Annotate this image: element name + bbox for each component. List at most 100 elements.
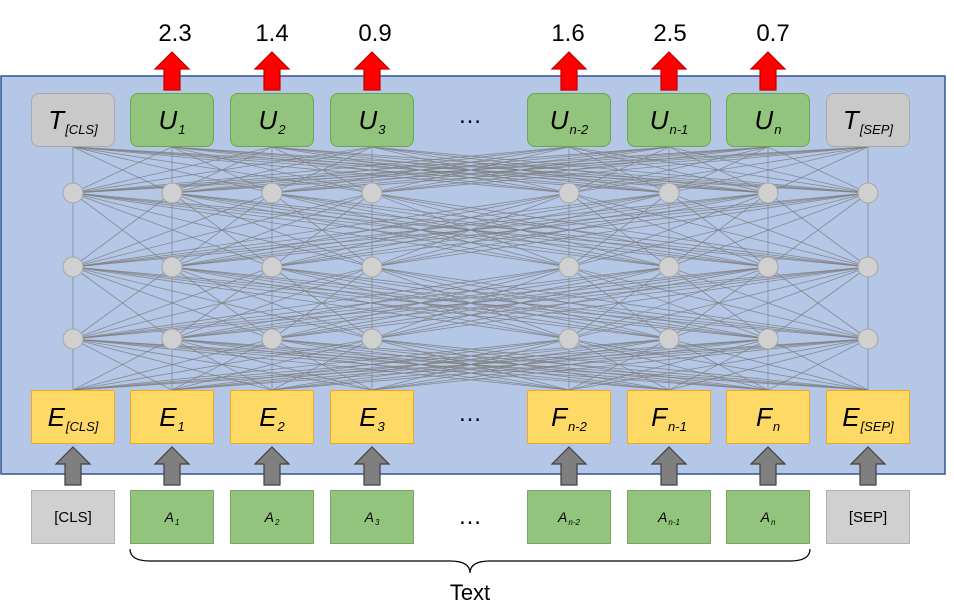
input-arrow — [749, 446, 787, 486]
output-arrow — [353, 51, 391, 91]
network-node — [558, 328, 580, 350]
box-sub-label: [CLS] — [65, 418, 99, 434]
network-edge — [72, 338, 173, 391]
network-edge — [72, 266, 869, 340]
network-node — [261, 182, 283, 204]
output-arrow — [650, 51, 688, 91]
token-label: [CLS] — [54, 508, 92, 526]
input-arrow — [849, 446, 887, 486]
box-main-label: E — [47, 401, 65, 432]
network-node — [857, 182, 879, 204]
network-edge — [72, 192, 173, 268]
box-sub-label: [CLS] — [65, 121, 98, 137]
network-edge — [171, 146, 869, 194]
network-edge — [171, 338, 869, 391]
network-edge — [72, 266, 670, 340]
token-sub-label: n-2 — [568, 517, 580, 527]
ellipsis: … — [458, 102, 486, 129]
token-main-label: A — [164, 509, 174, 525]
score-label: 1.4 — [255, 20, 289, 47]
box-main-label: U — [258, 104, 278, 135]
network-edge — [271, 266, 869, 340]
token-main-label: A — [760, 509, 770, 525]
input-arrow — [550, 446, 588, 486]
network-edge — [72, 338, 373, 391]
network-node — [161, 182, 183, 204]
brace-label: Text — [449, 580, 491, 605]
network-node — [161, 256, 183, 278]
box-main-label: E — [259, 401, 277, 432]
embedding-box-e-sep: E[SEP] — [826, 390, 910, 444]
token-main-label: A — [558, 509, 568, 525]
box-sub-label: 1 — [178, 121, 186, 137]
network-edge — [767, 266, 869, 340]
box-sub-label: [SEP] — [859, 121, 894, 137]
network-edge — [72, 146, 869, 194]
network-node — [658, 182, 680, 204]
network-edge — [568, 266, 869, 340]
token-sub-label: 2 — [274, 517, 280, 527]
input-arrow — [153, 446, 191, 486]
box-main-label: U — [649, 104, 669, 135]
network-edge — [271, 192, 869, 268]
network-edge — [568, 338, 869, 391]
network-edge — [72, 192, 670, 268]
ellipsis: … — [458, 400, 486, 427]
ellipsis: … — [458, 503, 486, 530]
network-edge — [668, 146, 869, 194]
text-brace — [129, 548, 811, 574]
network-edge — [72, 266, 373, 340]
network-edge — [72, 146, 273, 194]
network-edge — [568, 192, 869, 268]
network-edge — [72, 146, 173, 194]
network-edge — [171, 266, 869, 340]
network-edge — [668, 338, 869, 391]
network-edge — [72, 266, 570, 340]
box-main-label: U — [754, 104, 774, 135]
token-sub-label: 3 — [374, 517, 380, 527]
network-edge — [767, 338, 869, 391]
token-sub-label: 1 — [174, 517, 180, 527]
input-token-cls: [CLS] — [31, 490, 115, 544]
box-main-label: U — [358, 104, 378, 135]
network-edge — [171, 192, 869, 268]
box-main-label: T — [48, 104, 65, 135]
network-node — [558, 182, 580, 204]
output-box-t-cls: T[CLS] — [31, 93, 115, 147]
network-edge — [72, 266, 769, 340]
network-edge — [72, 338, 570, 391]
network-node — [857, 328, 879, 350]
network-node — [757, 328, 779, 350]
network-node — [757, 256, 779, 278]
token-sub-label: n-1 — [668, 517, 680, 527]
token-main-label: A — [364, 509, 374, 525]
network-node — [857, 256, 879, 278]
box-sub-label: n-2 — [568, 418, 587, 434]
network-edge — [72, 192, 373, 268]
network-node — [62, 328, 84, 350]
network-node — [361, 328, 383, 350]
box-main-label: E — [159, 401, 177, 432]
network-edge — [72, 146, 769, 194]
output-arrow — [153, 51, 191, 91]
box-sub-label: 1 — [177, 418, 185, 434]
network-edge — [72, 338, 273, 391]
network-edge — [72, 192, 273, 268]
score-label: 2.5 — [653, 20, 687, 47]
box-main-label: U — [158, 104, 178, 135]
network-edge — [371, 338, 869, 391]
embedding-box-e-cls: E[CLS] — [31, 390, 115, 444]
box-sub-label: 3 — [378, 121, 386, 137]
box-main-label: F — [551, 401, 568, 432]
network-edge — [767, 146, 869, 194]
